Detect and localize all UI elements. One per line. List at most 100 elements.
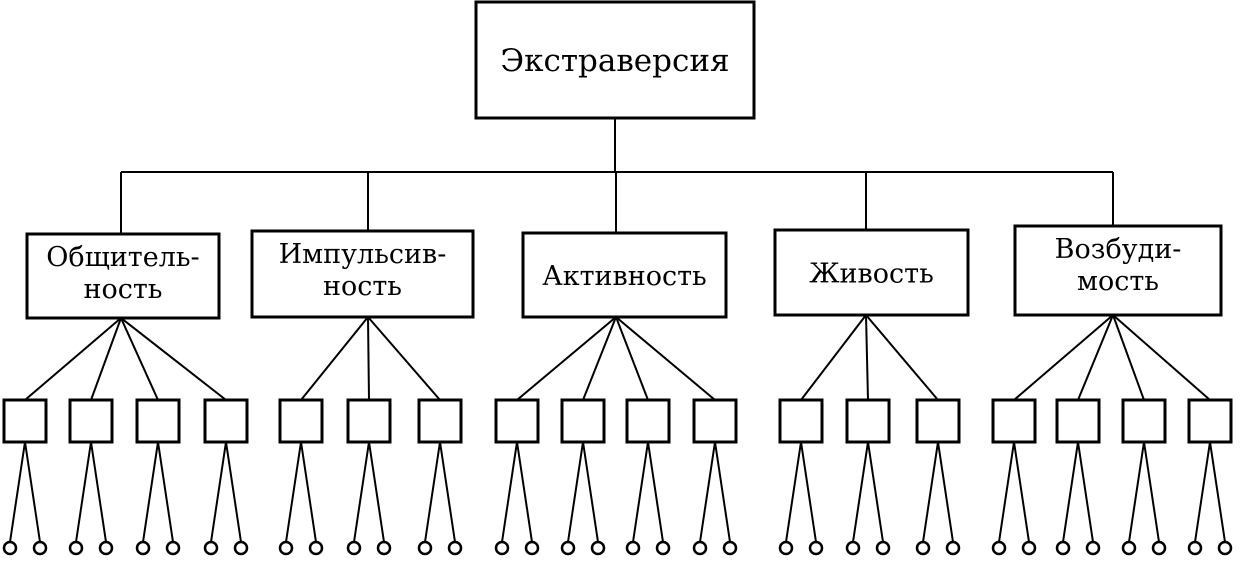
trait-label-3-line-1: Активность (542, 261, 706, 292)
habit-box-4-3 (915, 398, 961, 444)
trait-5-habit-2-link (1077, 314, 1114, 401)
response-circle-5-3-2 (1151, 540, 1167, 556)
response-circle-3-3-2 (655, 540, 671, 556)
response-circle-1-1-1 (2, 540, 18, 556)
habit-box-1-4 (203, 398, 249, 444)
habit-2-2-response-link-2 (368, 441, 385, 543)
habit-box-5-4 (1187, 398, 1233, 444)
habit-2-1-response-link-1 (285, 441, 302, 543)
habit-1-1-response-link-2 (24, 441, 41, 543)
trait-label-1-line-1: Общитель- (46, 242, 199, 273)
trait-1-habit-3-link (120, 317, 159, 401)
habit-5-4-response-link-1 (1194, 441, 1211, 543)
response-circle-1-3-1 (135, 540, 151, 556)
habit-4-3-response-link-1 (922, 441, 939, 543)
trait-1-habit-2-link (90, 317, 122, 401)
response-circle-3-4-2 (722, 540, 738, 556)
habit-box-5-1 (991, 398, 1037, 444)
response-circle-1-1-2 (32, 540, 48, 556)
habit-1-4-response-link-2 (225, 441, 242, 543)
response-circle-1-4-2 (233, 540, 249, 556)
response-circle-2-3-2 (447, 540, 463, 556)
response-circle-3-2-1 (560, 540, 576, 556)
habit-box-3-4 (692, 398, 738, 444)
habit-2-2-response-link-1 (353, 441, 370, 543)
trait-label-4-line-1: Живость (809, 259, 934, 290)
response-circle-2-2-1 (346, 540, 362, 556)
response-circle-2-1-1 (278, 540, 294, 556)
trait-4-habit-3-link (865, 314, 939, 401)
trait-3-habit-3-link (615, 316, 649, 401)
response-circle-5-4-1 (1187, 540, 1203, 556)
response-circle-2-1-2 (308, 540, 324, 556)
trait-3-habit-4-link (615, 316, 716, 401)
habit-4-1-response-link-1 (785, 441, 802, 543)
habit-5-2-response-link-1 (1062, 441, 1079, 543)
habit-5-1-response-link-1 (998, 441, 1015, 543)
habit-5-3-response-link-1 (1128, 441, 1145, 543)
response-circle-5-2-2 (1085, 540, 1101, 556)
habit-1-2-response-link-1 (75, 441, 92, 543)
habit-box-5-3 (1121, 398, 1167, 444)
root-node-label: Экстраверсия (500, 43, 729, 79)
habit-1-2-response-link-2 (90, 441, 107, 543)
response-circle-4-1-1 (778, 540, 794, 556)
trait-box-4 (773, 228, 970, 317)
habit-3-2-response-link-2 (582, 441, 599, 543)
trait-5-habit-3-link (1112, 314, 1145, 401)
habit-box-3-3 (625, 398, 671, 444)
trait-4-habit-1-link (800, 314, 867, 401)
trait-box-5 (1013, 224, 1223, 317)
trait-2-habit-3-link (367, 316, 441, 401)
response-circle-5-1-2 (1021, 540, 1037, 556)
response-circle-1-2-2 (98, 540, 114, 556)
trait-3-habit-2-link (582, 316, 617, 401)
habit-3-1-response-link-2 (516, 441, 533, 543)
habit-3-4-response-link-2 (714, 441, 731, 543)
habit-box-1-1 (2, 398, 48, 444)
habit-4-3-response-link-2 (937, 441, 954, 543)
trait-label-2-line-2: ность (323, 271, 402, 302)
trait-box-2 (250, 229, 475, 319)
habit-box-2-3 (417, 398, 463, 444)
habit-1-3-response-link-2 (157, 441, 174, 543)
response-circle-5-2-1 (1055, 540, 1071, 556)
habit-box-3-1 (494, 398, 540, 444)
habit-3-2-response-link-1 (567, 441, 584, 543)
response-circle-5-4-2 (1217, 540, 1233, 556)
habit-4-2-response-link-2 (867, 441, 884, 543)
trait-box-3 (521, 231, 728, 319)
response-circle-3-2-2 (590, 540, 606, 556)
habit-box-4-1 (778, 398, 824, 444)
habit-1-4-response-link-1 (210, 441, 227, 543)
trait-label-1-line-2: ность (83, 274, 162, 305)
trait-1-habit-1-link (24, 317, 122, 401)
habit-box-1-3 (135, 398, 181, 444)
habit-5-2-response-link-2 (1077, 441, 1094, 543)
habit-2-3-response-link-2 (439, 441, 456, 543)
habit-5-3-response-link-2 (1143, 441, 1160, 543)
habit-4-1-response-link-2 (800, 441, 817, 543)
habit-3-4-response-link-1 (699, 441, 716, 543)
response-circle-3-3-1 (625, 540, 641, 556)
trait-5-habit-4-link (1112, 314, 1211, 401)
response-circle-3-1-1 (494, 540, 510, 556)
response-circle-4-1-2 (808, 540, 824, 556)
trait-label-5-line-2: мость (1077, 266, 1159, 297)
habit-2-1-response-link-2 (300, 441, 317, 543)
trait-5-habit-1-link (1013, 314, 1114, 401)
trait-label-5-line-1: Возбуди- (1055, 234, 1182, 265)
trait-label-2-line-1: Импульсив- (279, 239, 447, 270)
trait-2-habit-2-link (367, 316, 370, 401)
response-circle-3-4-1 (692, 540, 708, 556)
habit-box-2-2 (346, 398, 392, 444)
response-circle-4-2-2 (875, 540, 891, 556)
response-circle-5-1-1 (991, 540, 1007, 556)
habit-3-3-response-link-1 (632, 441, 649, 543)
habit-box-1-2 (68, 398, 114, 444)
response-circle-4-2-1 (845, 540, 861, 556)
response-circle-3-1-2 (524, 540, 540, 556)
habit-3-3-response-link-2 (647, 441, 664, 543)
habit-5-4-response-link-2 (1209, 441, 1226, 543)
